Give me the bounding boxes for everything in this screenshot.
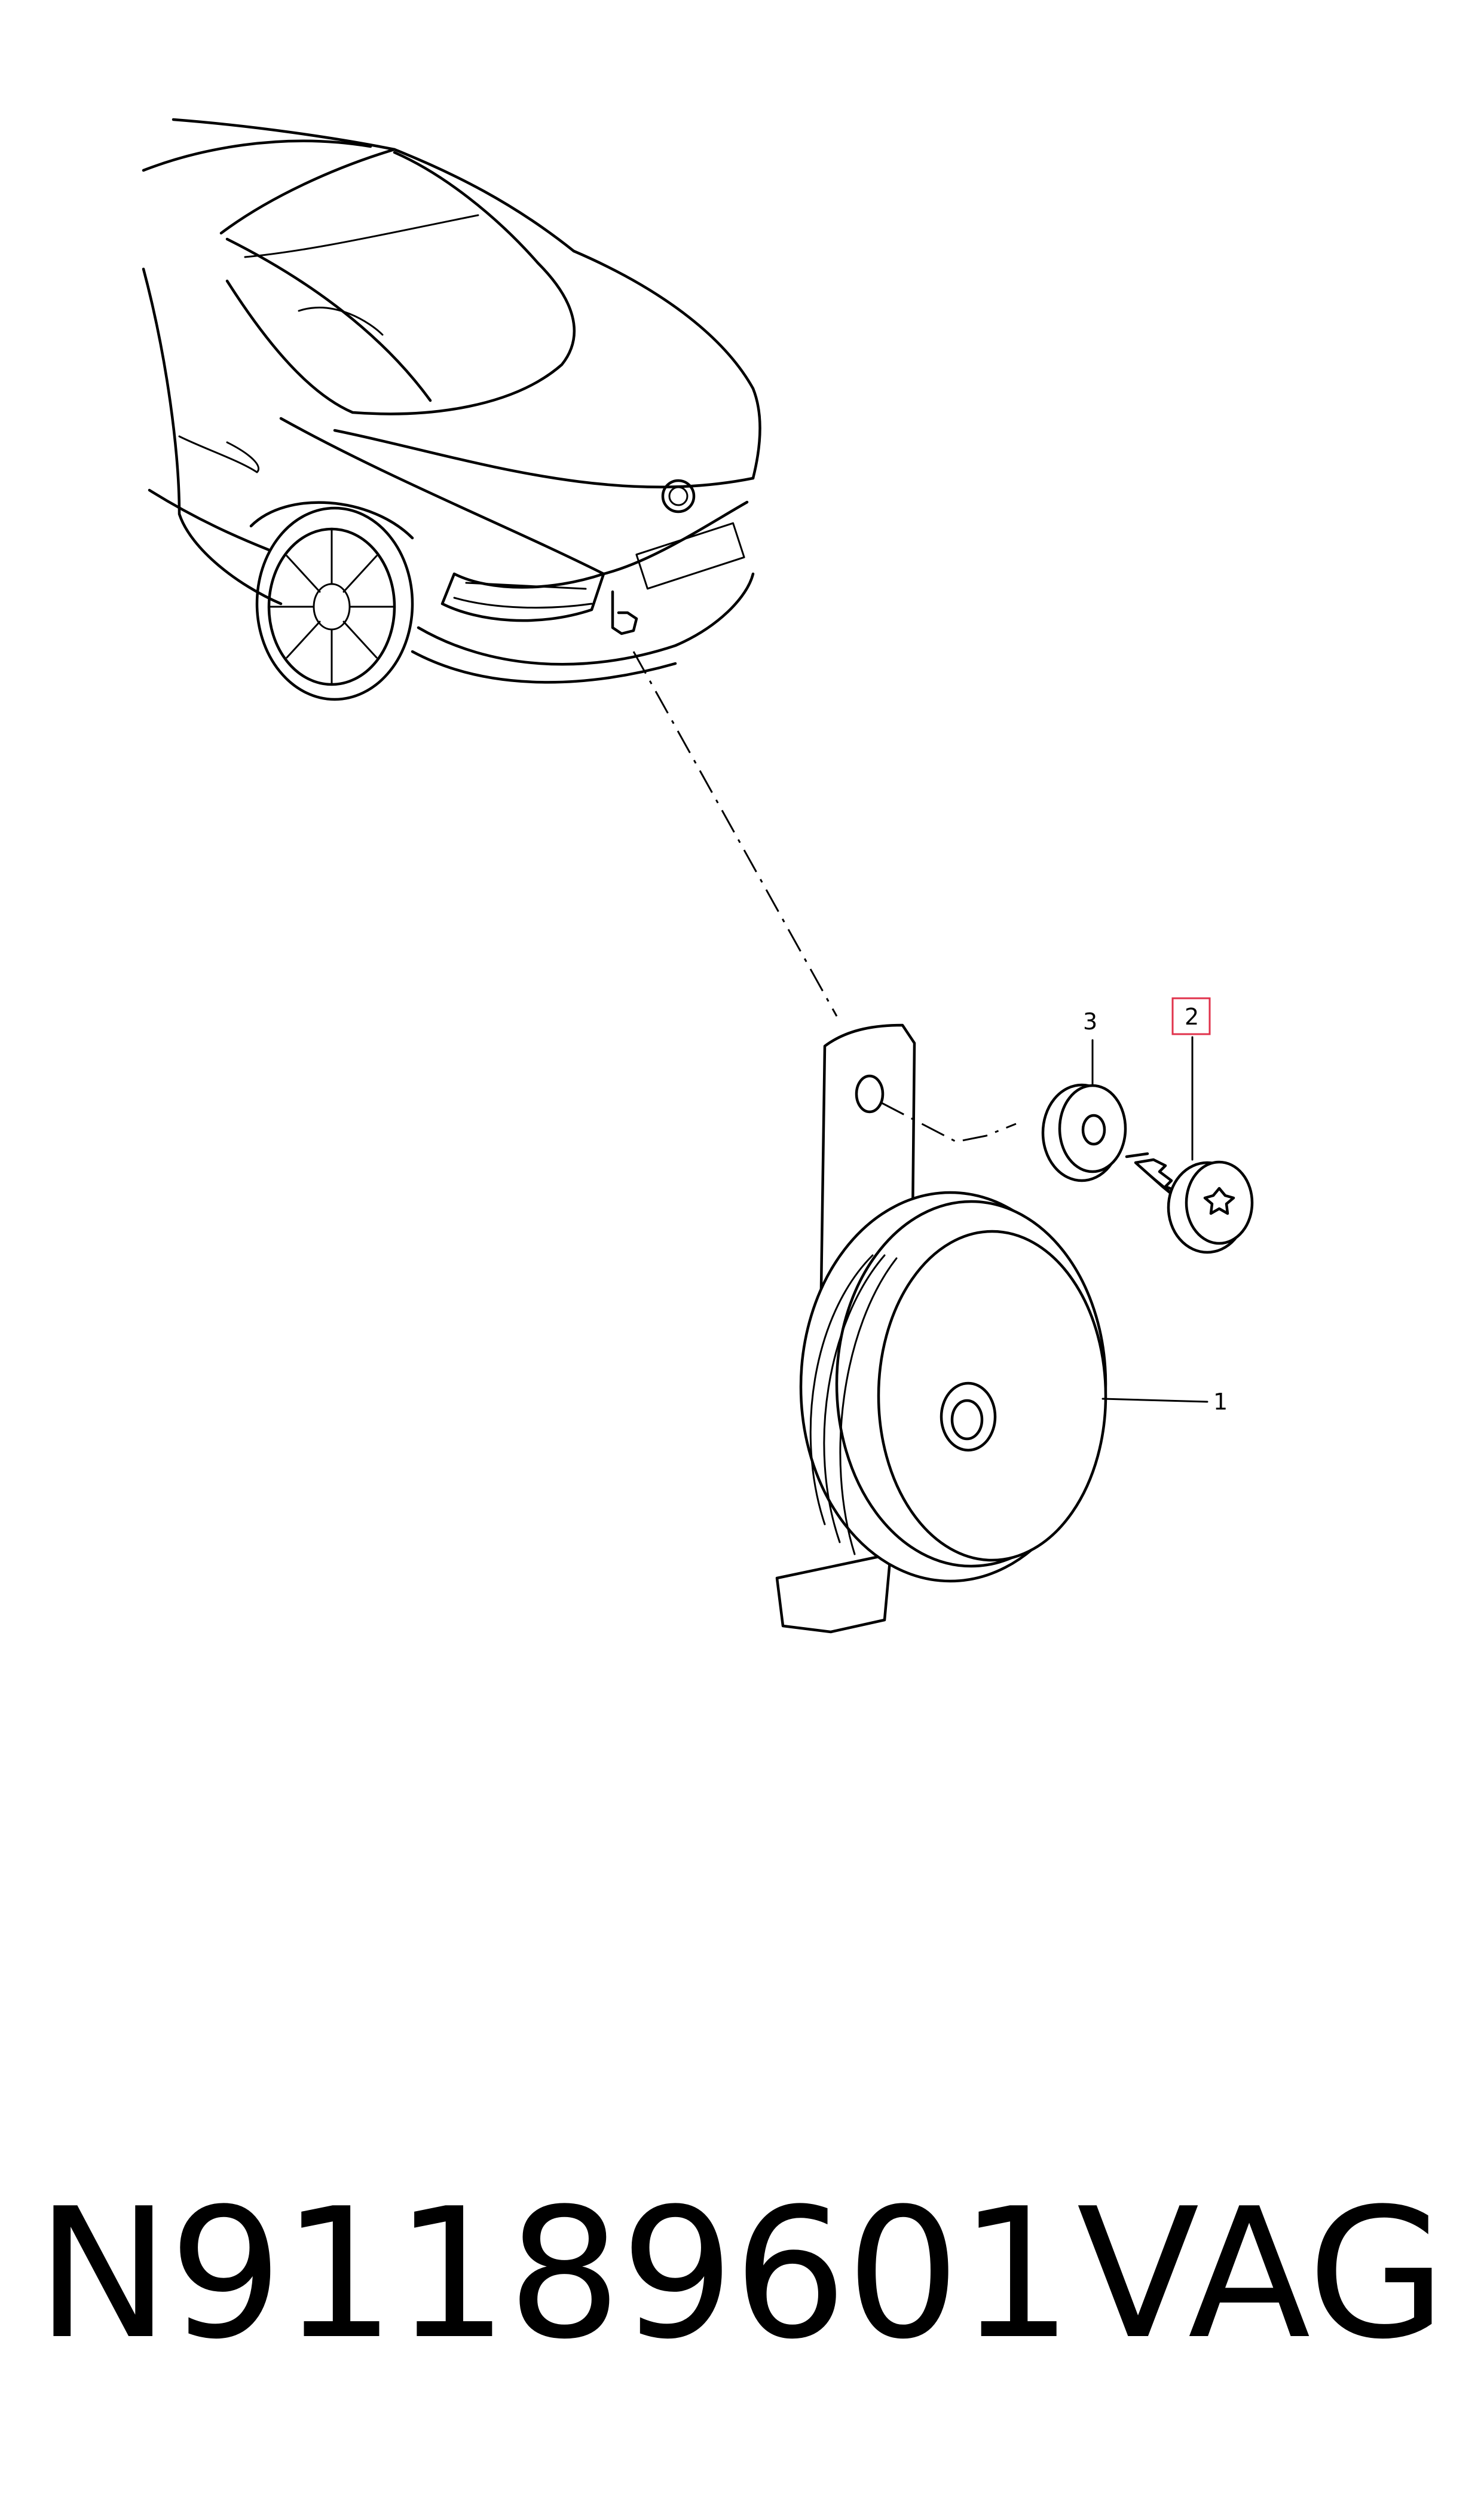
- car-illustration: [142, 118, 761, 701]
- callout-3[interactable]: 3: [1083, 1008, 1097, 1086]
- callout-1[interactable]: 1: [1101, 1389, 1228, 1415]
- torx-drive-icon: [1203, 1187, 1235, 1215]
- horn-assembly: [775, 1023, 1107, 1634]
- assembly-leader-line: [632, 651, 838, 1017]
- callout-2-highlight: [1171, 997, 1211, 1035]
- part-number: N91189601: [36, 2170, 1073, 2379]
- callout-label-1: 1: [1213, 1389, 1228, 1415]
- brand-badge-icon: [661, 479, 696, 513]
- callout-label-2: 2: [1185, 1004, 1199, 1030]
- callout-2[interactable]: 2: [1171, 997, 1211, 1161]
- washer: [1041, 1083, 1127, 1182]
- exploded-parts-diagram: 1 2 3: [142, 118, 1254, 1634]
- horn-location-marker: [611, 590, 638, 635]
- front-wheel: [249, 501, 414, 701]
- callout-label-3: 3: [1083, 1008, 1097, 1035]
- brand-name: VAG: [1076, 2170, 1446, 2379]
- torx-screw: [1125, 1152, 1254, 1254]
- part-info-footer: N91189601 VAG: [36, 2176, 1458, 2373]
